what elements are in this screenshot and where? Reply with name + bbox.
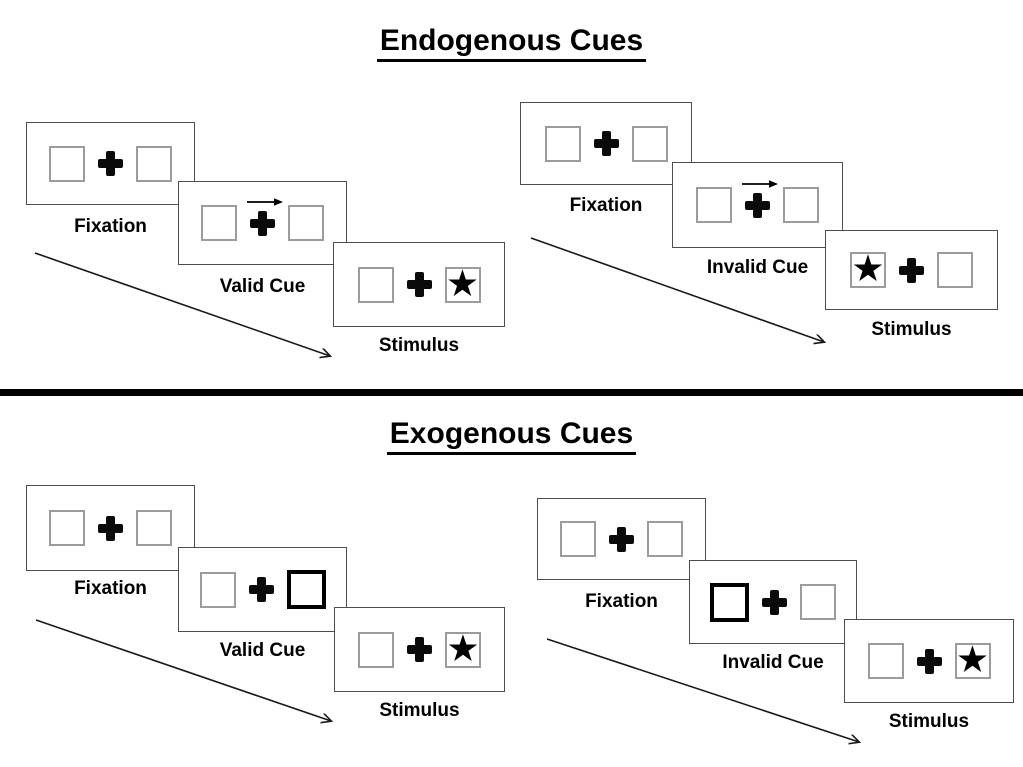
stimulus-panel: ★ — [825, 230, 998, 310]
left-box — [357, 266, 394, 303]
fixation-panel — [26, 485, 195, 571]
panel-label-stimulus: Stimulus — [378, 335, 460, 356]
panel-label-cue: Invalid Cue — [706, 257, 809, 278]
right-box: ★ — [444, 261, 481, 305]
section-title-exogenous-text: Exogenous Cues — [386, 417, 637, 455]
cue-panel — [178, 547, 347, 632]
right-box — [631, 125, 668, 162]
fixation-cross-icon — [98, 151, 123, 176]
fixation-panel — [26, 122, 195, 205]
central-cue — [247, 197, 283, 236]
panel-label-fixation: Fixation — [585, 591, 658, 612]
left-box — [201, 205, 237, 241]
fixation-cross-icon — [250, 210, 275, 236]
right-box — [136, 145, 172, 182]
right-box — [288, 205, 324, 241]
central-cue — [742, 179, 778, 218]
timeline-arrow-endogenous-valid — [34, 252, 330, 356]
star-icon: ★ — [851, 247, 885, 290]
right-box-highlighted — [286, 570, 326, 609]
panel-label-cue: Invalid Cue — [722, 652, 824, 673]
left-box — [358, 631, 394, 668]
panel-label-fixation: Fixation — [74, 216, 147, 237]
fixation-cross-icon — [762, 589, 787, 615]
left-box — [199, 571, 236, 608]
star-icon: ★ — [955, 638, 990, 681]
left-box — [867, 643, 904, 679]
right-box — [783, 187, 819, 223]
right-box — [937, 252, 973, 288]
fixation-cross-icon — [406, 272, 432, 297]
stimulus-panel: ★ — [844, 619, 1014, 703]
fixation-panel — [520, 102, 692, 185]
right-box: ★ — [445, 626, 481, 670]
left-box — [544, 125, 581, 162]
fixation-cross-icon — [916, 648, 942, 674]
timeline-arrow-exogenous-valid — [35, 619, 331, 721]
cue-panel — [178, 181, 347, 265]
stimulus-panel: ★ — [334, 607, 505, 692]
left-box — [49, 145, 85, 182]
cue-panel — [672, 162, 843, 248]
section-divider — [0, 389, 1023, 396]
panel-label-fixation: Fixation — [74, 578, 147, 599]
left-box — [696, 187, 732, 223]
timeline-arrow-endogenous-invalid — [530, 237, 824, 342]
right-box: ★ — [954, 638, 991, 681]
right-arrow-icon — [247, 197, 283, 206]
left-box-highlighted — [710, 582, 749, 622]
section-title-exogenous: Exogenous Cues — [0, 417, 1023, 455]
fixation-cross-icon — [609, 526, 634, 552]
fixation-cross-icon — [593, 131, 619, 156]
fixation-cross-icon — [407, 637, 432, 662]
right-arrow-icon — [742, 179, 778, 188]
panel-label-fixation: Fixation — [569, 195, 643, 216]
panel-label-stimulus: Stimulus — [871, 319, 952, 340]
fixation-cross-icon — [899, 257, 924, 283]
panel-label-cue: Valid Cue — [219, 640, 306, 661]
right-box — [647, 521, 683, 557]
panel-label-stimulus: Stimulus — [888, 711, 970, 732]
fixation-cross-icon — [248, 577, 274, 602]
fixation-cross-icon — [98, 515, 123, 541]
section-title-endogenous-text: Endogenous Cues — [376, 24, 647, 62]
fixation-panel — [537, 498, 706, 580]
cue-panel — [689, 560, 857, 644]
right-box — [136, 510, 172, 546]
section-title-endogenous: Endogenous Cues — [0, 24, 1023, 62]
star-icon: ★ — [445, 261, 480, 305]
fixation-cross-icon — [745, 192, 770, 218]
star-icon: ★ — [446, 626, 480, 670]
panel-label-cue: Valid Cue — [219, 276, 306, 297]
panel-label-stimulus: Stimulus — [379, 700, 460, 721]
left-box — [560, 521, 596, 557]
stimulus-panel: ★ — [333, 242, 505, 327]
right-box — [800, 584, 836, 620]
left-box: ★ — [850, 247, 886, 290]
left-box — [49, 510, 85, 546]
